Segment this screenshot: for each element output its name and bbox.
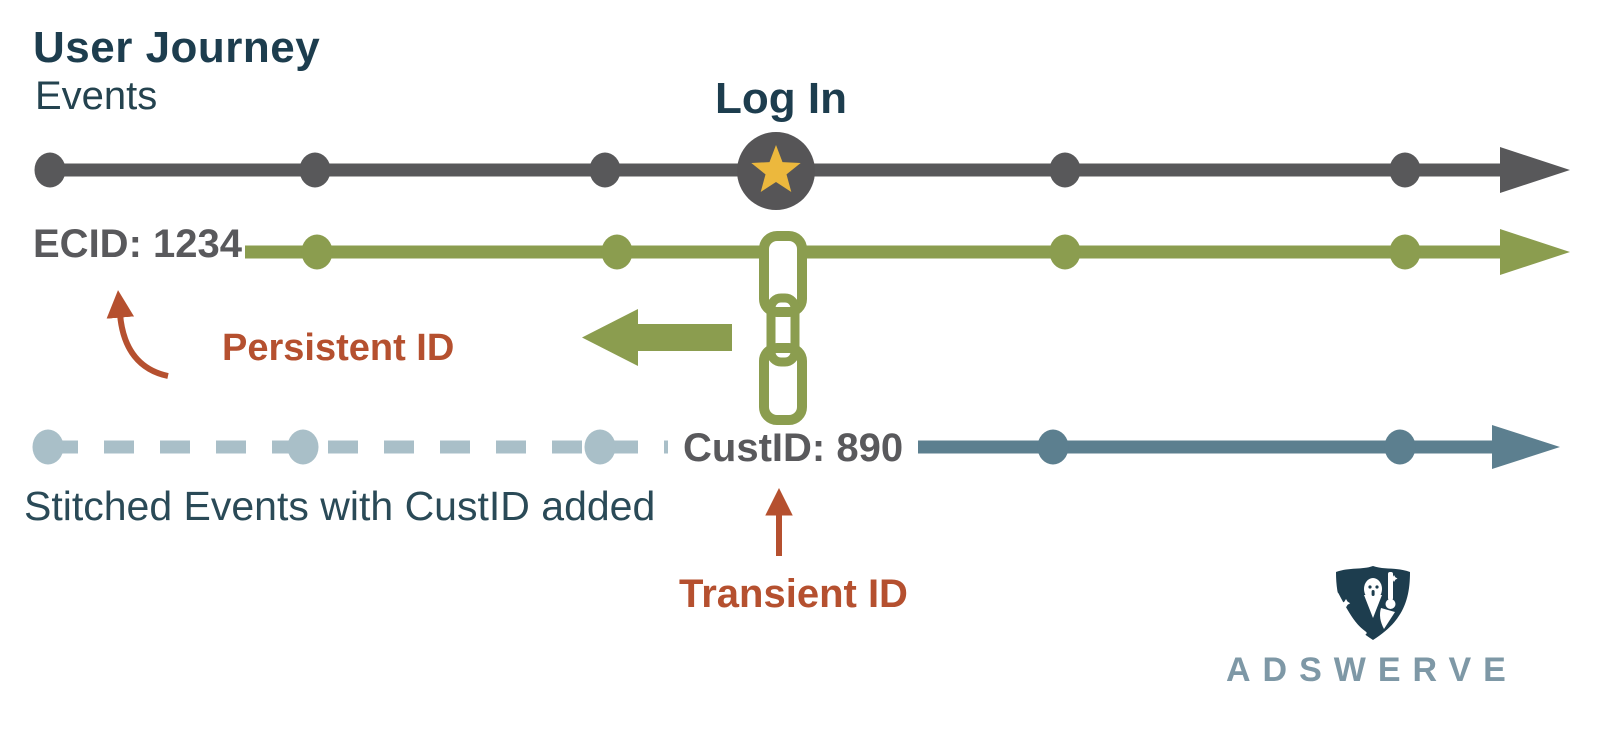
curved-arrow-icon — [106, 290, 169, 379]
login-milestone — [737, 132, 815, 210]
stitched-events-caption: Stitched Events with CustID added — [24, 483, 656, 529]
event-dot — [299, 152, 331, 188]
page-subtitle: Events — [35, 74, 158, 118]
transient-id-label: Transient ID — [679, 572, 908, 616]
ecid-label: ECID: 1234 — [33, 222, 242, 266]
event-dot — [32, 429, 64, 465]
event-dot — [301, 234, 333, 270]
event-dot — [589, 152, 621, 188]
event-dot — [1037, 429, 1069, 465]
event-dot — [1384, 429, 1416, 465]
event-dot — [601, 234, 633, 270]
page-title: User Journey — [33, 23, 321, 72]
arrowhead-icon — [1492, 425, 1560, 469]
event-dot — [287, 429, 319, 465]
chain-link-icon — [759, 231, 807, 425]
persistent-id-label: Persistent ID — [222, 327, 455, 369]
brand-wordmark: ADSWERVE — [1226, 651, 1518, 689]
event-dot — [34, 152, 66, 188]
shield-logo-icon — [1335, 566, 1410, 640]
arrowhead-icon — [1500, 229, 1570, 275]
star-icon — [751, 145, 801, 192]
annotation-arrows — [106, 290, 793, 556]
event-dot — [1049, 234, 1081, 270]
custid-label: CustID: 890 — [683, 426, 904, 470]
login-milestone-label: Log In — [715, 74, 847, 123]
arrowhead-icon — [1500, 147, 1570, 193]
event-dot — [1049, 152, 1081, 188]
event-dot — [1389, 234, 1421, 270]
event-dot — [584, 429, 616, 465]
stitched-timeline — [32, 425, 1560, 469]
events-timeline — [34, 132, 1570, 210]
left-arrow-icon — [582, 309, 732, 366]
ecid-timeline — [245, 229, 1570, 425]
event-dot — [1389, 152, 1421, 188]
